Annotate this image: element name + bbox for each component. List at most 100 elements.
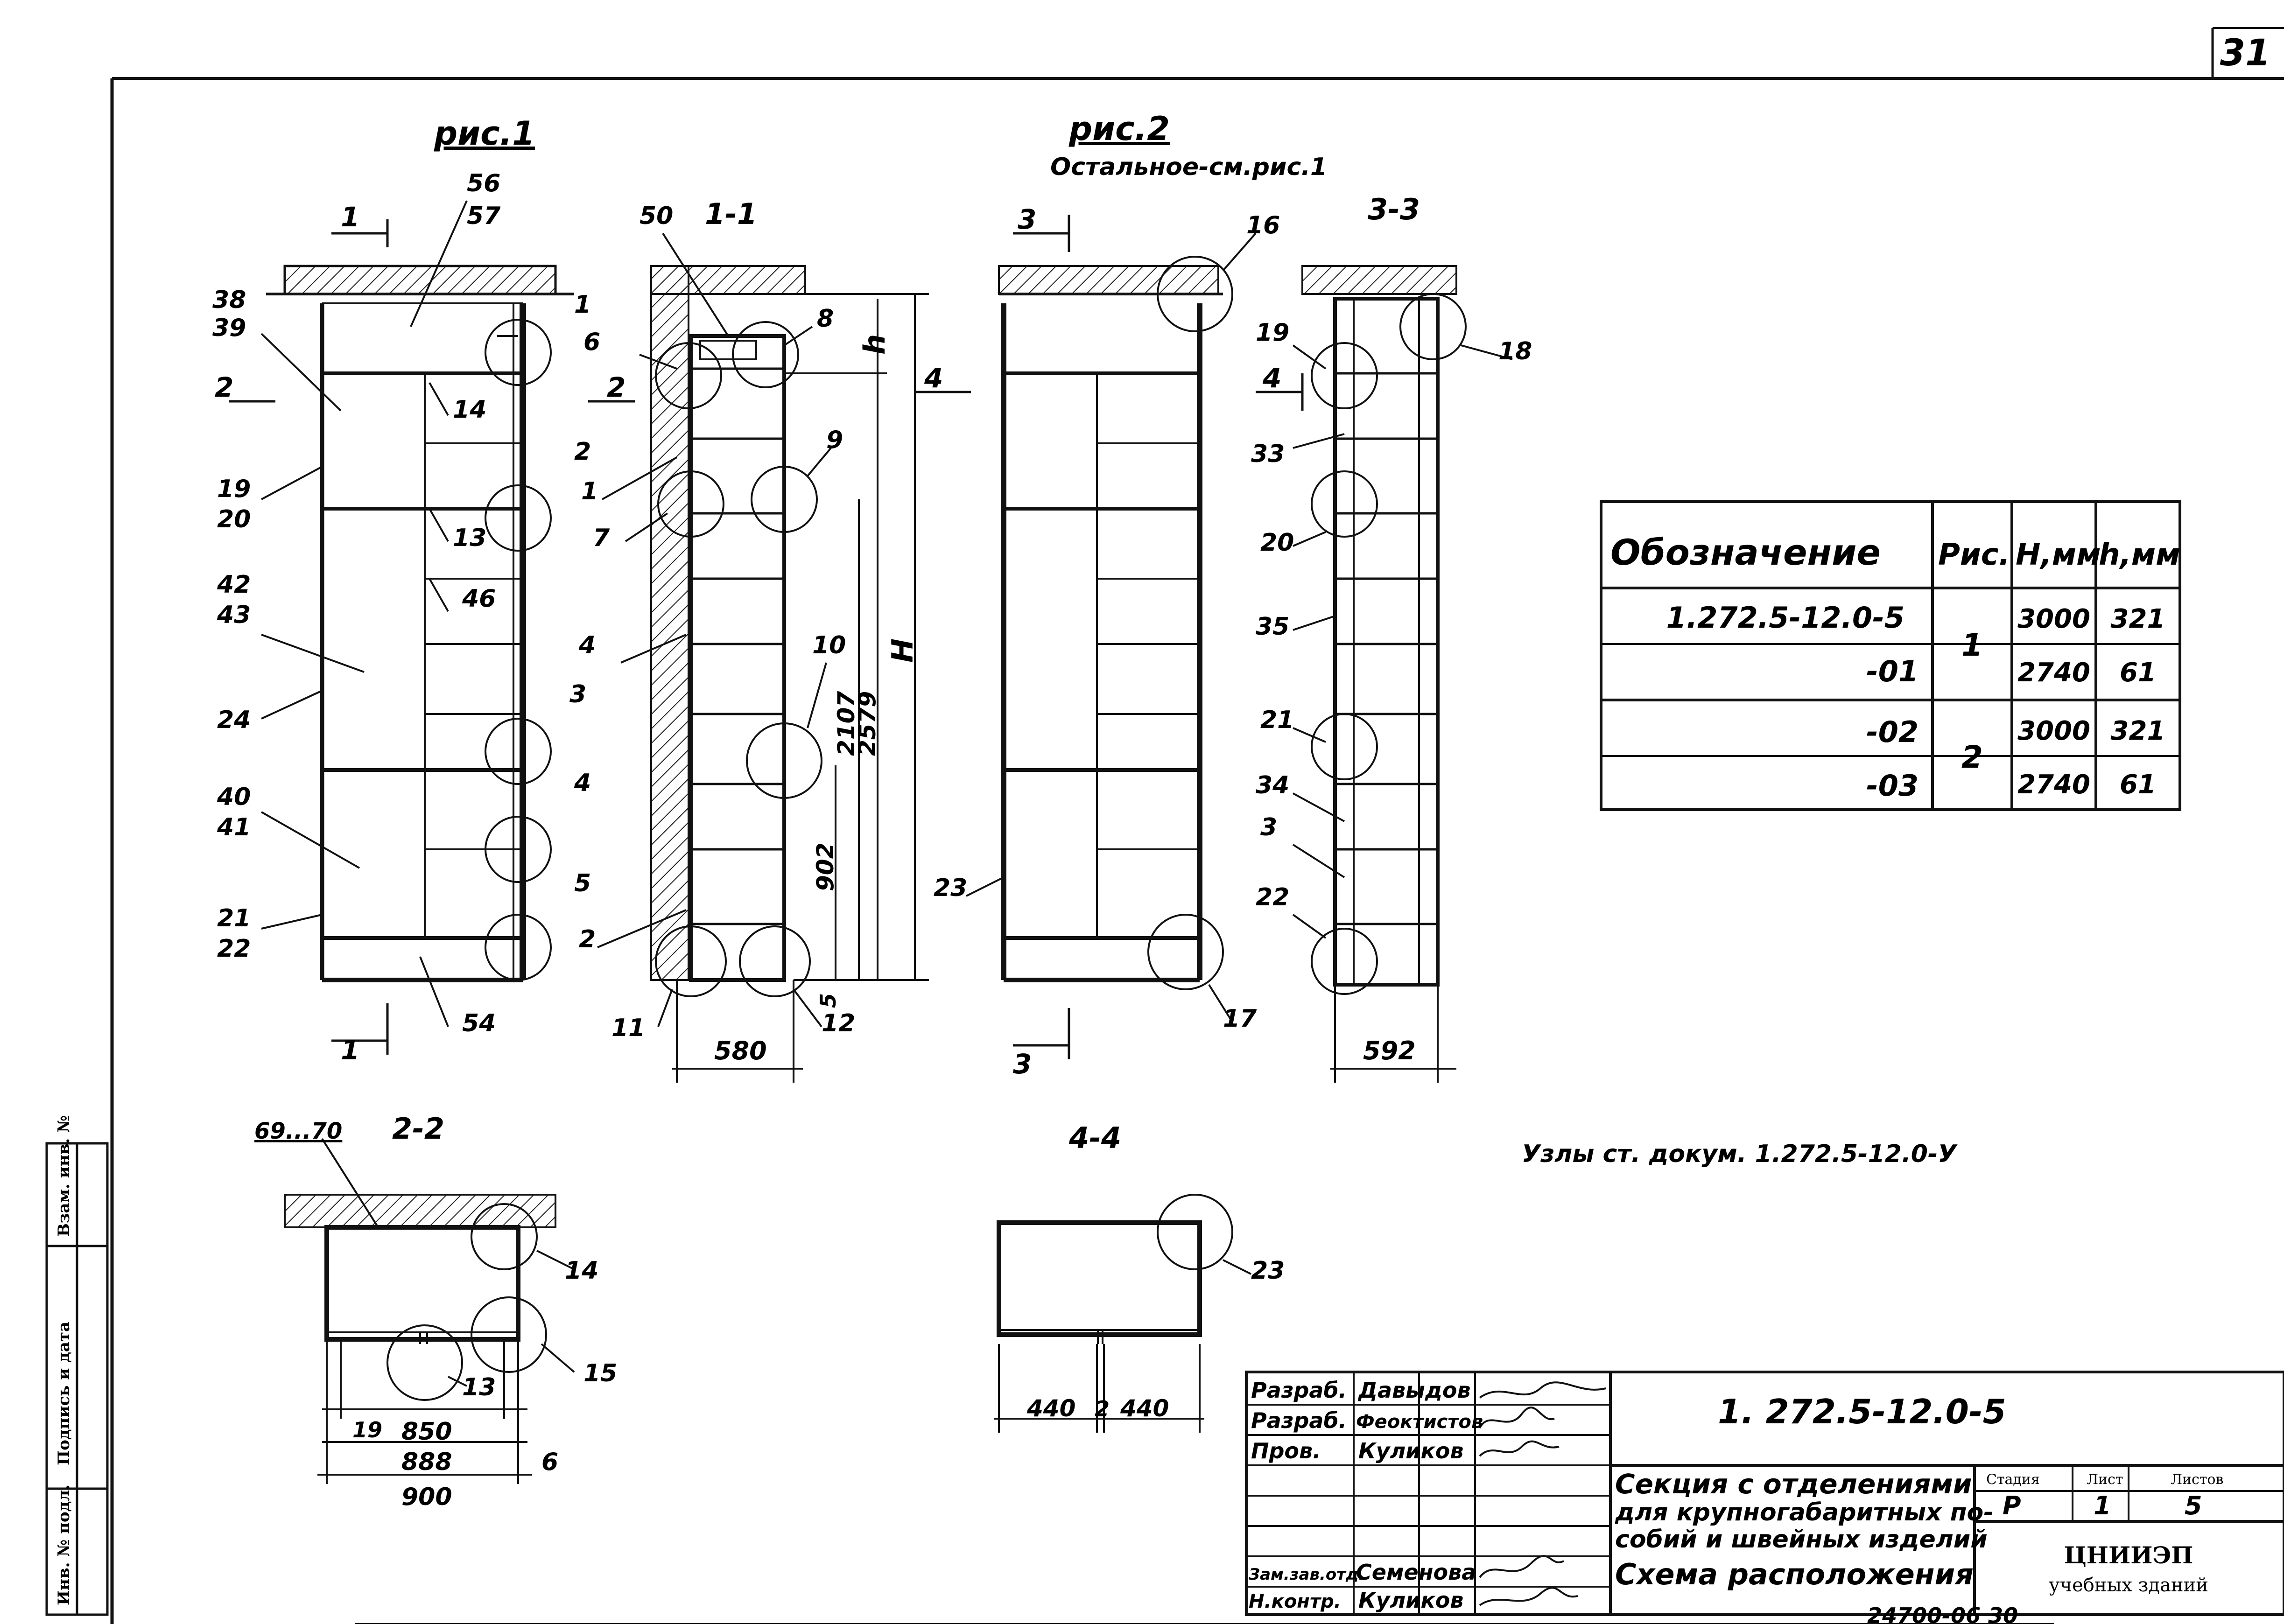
fig1-callout-19: 19 — [217, 475, 251, 503]
s33-callout-22: 22 — [1256, 883, 1289, 911]
tb-name-6: Куликов — [1358, 1588, 1463, 1613]
s22-callout-15: 15 — [583, 1359, 617, 1387]
fig1-callout-39: 39 — [212, 314, 246, 342]
title-block-roles: Разраб. Давыдов Разраб. Феоктистов Пров.… — [1248, 1378, 1483, 1613]
table-row-1-H: 2740 — [2017, 658, 2090, 688]
tb-stage-label: Стадия — [1986, 1471, 2040, 1488]
s33-callout-3: 3 — [1260, 813, 1277, 841]
dim-440-left: 440 — [1026, 1395, 1075, 1422]
dim-580: 580 — [714, 1036, 767, 1065]
tb-name-5: Семенова — [1356, 1560, 1476, 1585]
s11-callout-10: 10 — [812, 631, 846, 659]
tb-sheet: 1 — [2094, 1491, 2111, 1520]
dim-592: 592 — [1363, 1036, 1416, 1065]
s11-callout-7: 7 — [593, 524, 610, 552]
nodes-note: Узлы ст. докум. 1.272.5-12.0-У — [1522, 1140, 1958, 1168]
tb-name-1: Феоктистов — [1356, 1411, 1483, 1433]
s33-callout-19: 19 — [1256, 319, 1289, 347]
section-4-4 — [994, 1194, 1251, 1433]
table-row-2-designation: -02 — [1866, 715, 1919, 749]
cut-mark-3-top: 3 — [1018, 203, 1036, 235]
s11-callout-8: 8 — [817, 305, 834, 333]
dim-440-right: 440 — [1120, 1395, 1169, 1422]
section-3-3 — [1256, 265, 1513, 1083]
table-row-3-h: 61 — [2120, 770, 2156, 800]
fig2-elevation — [966, 215, 1257, 1059]
s11-callout-2: 2 — [579, 925, 596, 953]
tb-stage: Р — [2003, 1491, 2021, 1520]
s11-callout-9: 9 — [826, 426, 843, 454]
fig1-callout-20: 20 — [217, 505, 251, 533]
fig1-callout-46: 46 — [462, 585, 496, 613]
fig1-callout-40: 40 — [217, 783, 251, 811]
section-1-1-title: 1-1 — [705, 197, 757, 231]
table-row-1-h: 61 — [2120, 658, 2156, 688]
dim-902: 902 — [812, 843, 839, 891]
section-4-4-labels: 23 440 2 440 — [1026, 1257, 1285, 1422]
designation-table-text: Обозначение Рис. H,мм h,мм 1.272.5-12.0-… — [1610, 532, 2180, 803]
fig1-callout-38: 38 — [212, 286, 246, 314]
side-stamp-sign: Подпись и дата — [55, 1322, 73, 1465]
s11-callout-11: 11 — [611, 1014, 645, 1042]
s33-callout-21: 21 — [1260, 706, 1294, 734]
side-stamp-replace: Взам. инв. № — [55, 1115, 73, 1237]
table-row-2-h: 321 — [2111, 716, 2165, 746]
tb-doc-code: 1. 272.5-12.0-5 — [1718, 1392, 2006, 1431]
s11-callout-6: 6 — [583, 328, 600, 356]
tb-title-line-2: собий и швейных изделий — [1615, 1526, 1988, 1554]
table-header-H: H,мм — [2016, 538, 2101, 572]
fig1-callout-21: 21 — [217, 904, 251, 932]
fig1-callout-1: 1 — [574, 291, 591, 319]
tb-title-line-3: Схема расположения — [1615, 1557, 1974, 1591]
fig1-callout-2: 2 — [574, 438, 591, 466]
s33-callout-35: 35 — [1256, 613, 1289, 641]
s33-callout-18: 18 — [1498, 337, 1532, 365]
s22-callout-14: 14 — [565, 1257, 598, 1285]
sheet-number: 31 — [2220, 32, 2271, 74]
section-2-2-callouts: 69...70 14 15 13 19 850 888 900 6 — [254, 1118, 617, 1511]
tb-title-line-1: для крупногабаритных по- — [1615, 1498, 1994, 1526]
tb-name-0: Давыдов — [1357, 1378, 1471, 1403]
sheet-frame — [110, 27, 2284, 1624]
section-1-1 — [597, 232, 971, 1083]
table-row-1-designation: -01 — [1866, 654, 1919, 688]
fig2-callout-16: 16 — [1246, 211, 1280, 239]
section-1-1-callouts: 50 8 6 1 7 9 4 10 2 11 12 — [578, 202, 855, 1042]
section-3-3-title: 3-3 — [1368, 192, 1420, 226]
dim-2: 2 — [1095, 1396, 1110, 1421]
s44-callout-23: 23 — [1251, 1257, 1285, 1285]
fig1-callout-13: 13 — [453, 524, 486, 552]
fig1-elevation — [229, 200, 635, 1055]
s11-callout-50: 50 — [640, 202, 673, 230]
s33-callout-34: 34 — [1256, 771, 1289, 799]
designation-table — [1600, 500, 2181, 811]
dim-19: 19 — [352, 1417, 382, 1442]
fig1-callout-57: 57 — [467, 202, 501, 230]
fig1-callout-24: 24 — [217, 706, 251, 734]
cut-mark-4-left: 4 — [924, 362, 943, 394]
table-row-2-H: 3000 — [2017, 716, 2090, 746]
table-fig-1: 1 — [1961, 627, 1983, 663]
cut-mark-1-bottom: 1 — [341, 1034, 359, 1066]
title-block-main: 1. 272.5-12.0-5 Секция с отделениями для… — [1615, 1392, 2223, 1596]
s33-callout-20: 20 — [1260, 529, 1294, 557]
section-2-2-title: 2-2 — [392, 1112, 444, 1146]
fig2-callout-17: 17 — [1223, 1005, 1257, 1033]
cut-mark-2-left: 2 — [215, 371, 233, 403]
tb-sheet-label: Лист — [2087, 1471, 2123, 1488]
fig1-callout-22: 22 — [217, 935, 251, 963]
s22-callout-69-70: 69...70 — [254, 1118, 342, 1144]
tb-org: ЦНИИЭП — [2064, 1541, 2193, 1569]
tb-role-1: Разраб. — [1251, 1408, 1347, 1433]
side-stamp — [45, 1142, 109, 1616]
dim-h: h — [857, 334, 892, 355]
table-header-fig: Рис. — [1938, 538, 2010, 572]
fig1-title: рис.1 — [434, 114, 535, 153]
fig1-callout-54: 54 — [462, 1009, 496, 1037]
s22-callout-13: 13 — [462, 1373, 496, 1401]
table-row-0-H: 3000 — [2017, 604, 2090, 634]
section-1-1-dims: 580 2107 2579 902 H h 5 4 — [714, 334, 943, 1065]
table-header-h: h,мм — [2099, 538, 2180, 572]
s33-callout-33: 33 — [1251, 440, 1285, 468]
